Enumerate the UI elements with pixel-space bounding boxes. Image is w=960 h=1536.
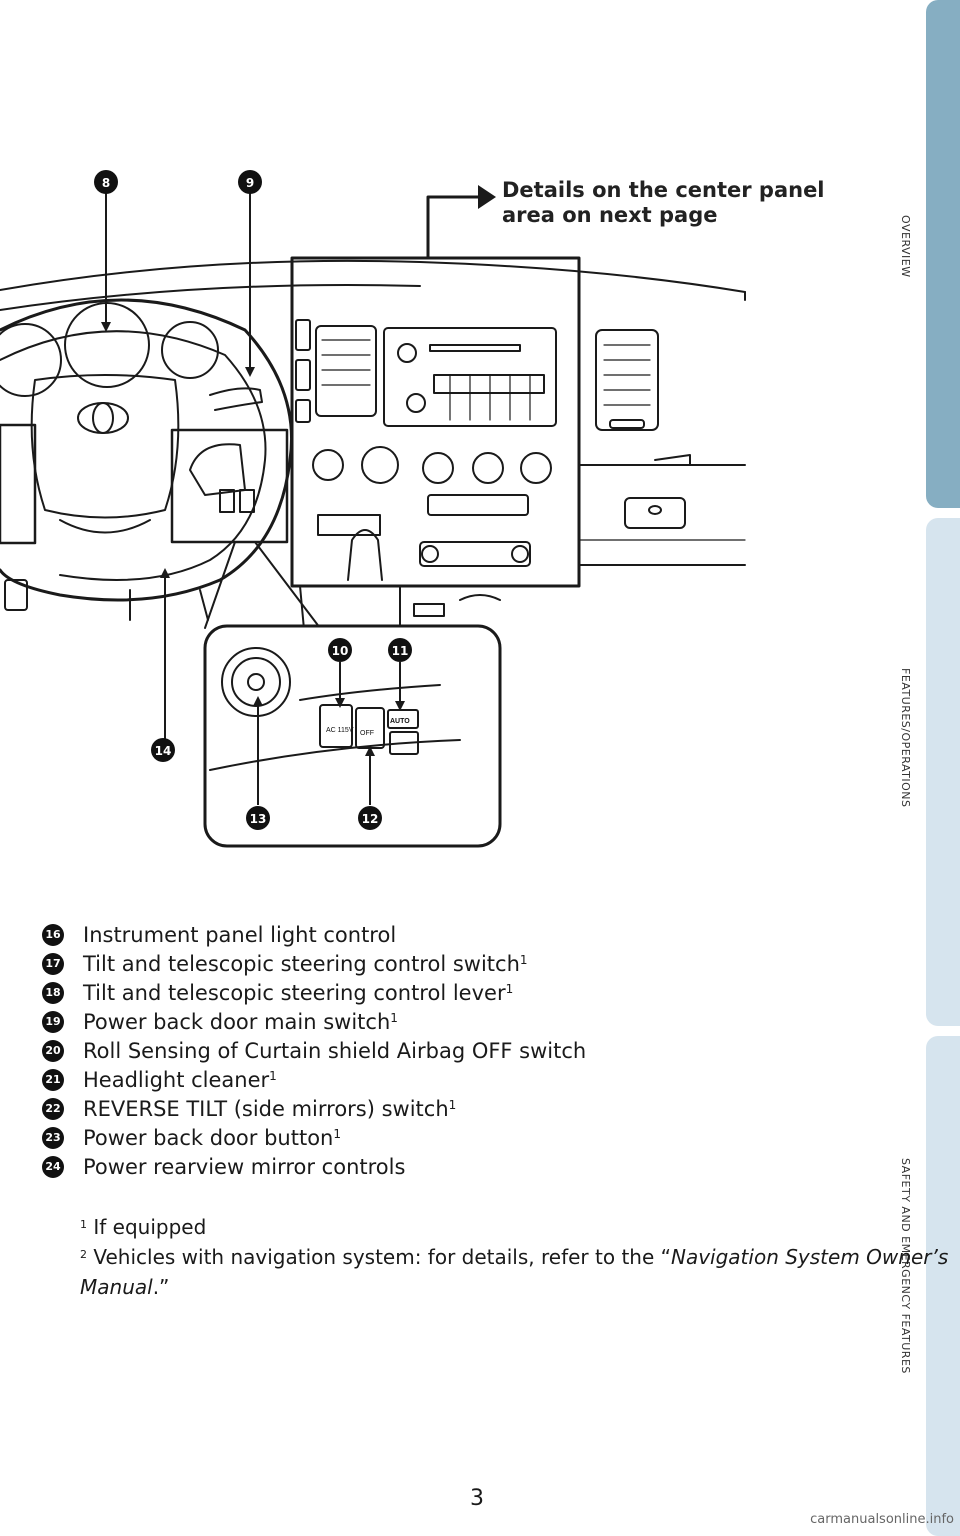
footnote-mark: 1	[269, 1068, 277, 1083]
item-number: 18	[42, 981, 64, 1004]
item-number: 16	[42, 923, 64, 946]
item-number: 24	[42, 1155, 64, 1178]
list-item: 18 Tilt and telescopic steering control l…	[42, 978, 862, 1007]
footnote-1: 1 If equipped	[80, 1215, 207, 1239]
footnote-2: 2 Vehicles with navigation system: for d…	[80, 1245, 949, 1299]
item-text: Tilt and telescopic steering control swi…	[83, 951, 520, 976]
list-item: 16 Instrument panel light control	[42, 920, 862, 949]
ac-115v-label: AC 115V	[326, 727, 354, 734]
item-text: Roll Sensing of Curtain shield Airbag OF…	[83, 1038, 587, 1063]
item-text: Instrument panel light control	[83, 922, 397, 947]
footnote-mark: 1	[333, 1126, 341, 1141]
item-text: REVERSE TILT (side mirrors) switch	[83, 1096, 449, 1121]
footnote-mark: 1	[448, 1097, 457, 1112]
tab-overview[interactable]	[926, 0, 960, 508]
list-item: 20 Roll Sensing of Curtain shield Airbag …	[42, 1036, 862, 1065]
page-number: 3	[470, 1486, 484, 1511]
marker-12: 12	[362, 812, 379, 826]
item-text: Power back door button	[83, 1125, 334, 1150]
marker-11: 11	[392, 644, 409, 658]
list-item: 17 Tilt and telescopic steering control s…	[42, 949, 862, 978]
item-text: Power rearview mirror controls	[83, 1154, 406, 1179]
tab-features[interactable]	[926, 518, 960, 1026]
manual-title: Navigation System Owner’s Manual	[80, 1245, 949, 1299]
footnote-mark: 1	[505, 981, 514, 996]
callout-line-2: area on next page	[502, 203, 718, 227]
off-label: OFF	[360, 730, 374, 737]
footnote-mark: 1	[519, 952, 528, 967]
list-item: 24 Power rearview mirror controls	[42, 1152, 862, 1181]
item-text: Tilt and telescopic steering control lev…	[83, 980, 506, 1005]
center-panel-callout: Details on the center panel area on next…	[502, 178, 825, 228]
item-number: 22	[42, 1097, 64, 1120]
marker-14: 14	[155, 744, 172, 758]
side-label-features: FEATURES/OPERATIONS	[899, 668, 912, 808]
marker-9: 9	[246, 176, 254, 190]
marker-10: 10	[332, 644, 349, 658]
side-label-overview: OVERVIEW	[899, 215, 912, 278]
dashboard-illustration: AC 115V OFF AUTO 8 9 10 11 12 13	[0, 170, 746, 848]
marker-8: 8	[102, 176, 110, 190]
item-text: Power back door main switch	[83, 1009, 391, 1034]
watermark: carmanualsonline.info	[810, 1512, 954, 1527]
item-number: 17	[42, 952, 64, 975]
auto-label: AUTO	[390, 718, 410, 725]
item-number: 23	[42, 1126, 64, 1149]
item-number: 21	[42, 1068, 64, 1091]
item-text: Headlight cleaner	[83, 1067, 270, 1092]
item-number: 19	[42, 1010, 64, 1033]
tab-safety[interactable]	[926, 1036, 960, 1536]
marker-13: 13	[250, 812, 267, 826]
footnote-mark: 1	[390, 1010, 398, 1025]
callout-line-1: Details on the center panel	[502, 178, 825, 202]
footnotes: 1 If equipped 2 Vehicles with navigation…	[80, 1212, 960, 1302]
item-number: 20	[42, 1039, 64, 1062]
